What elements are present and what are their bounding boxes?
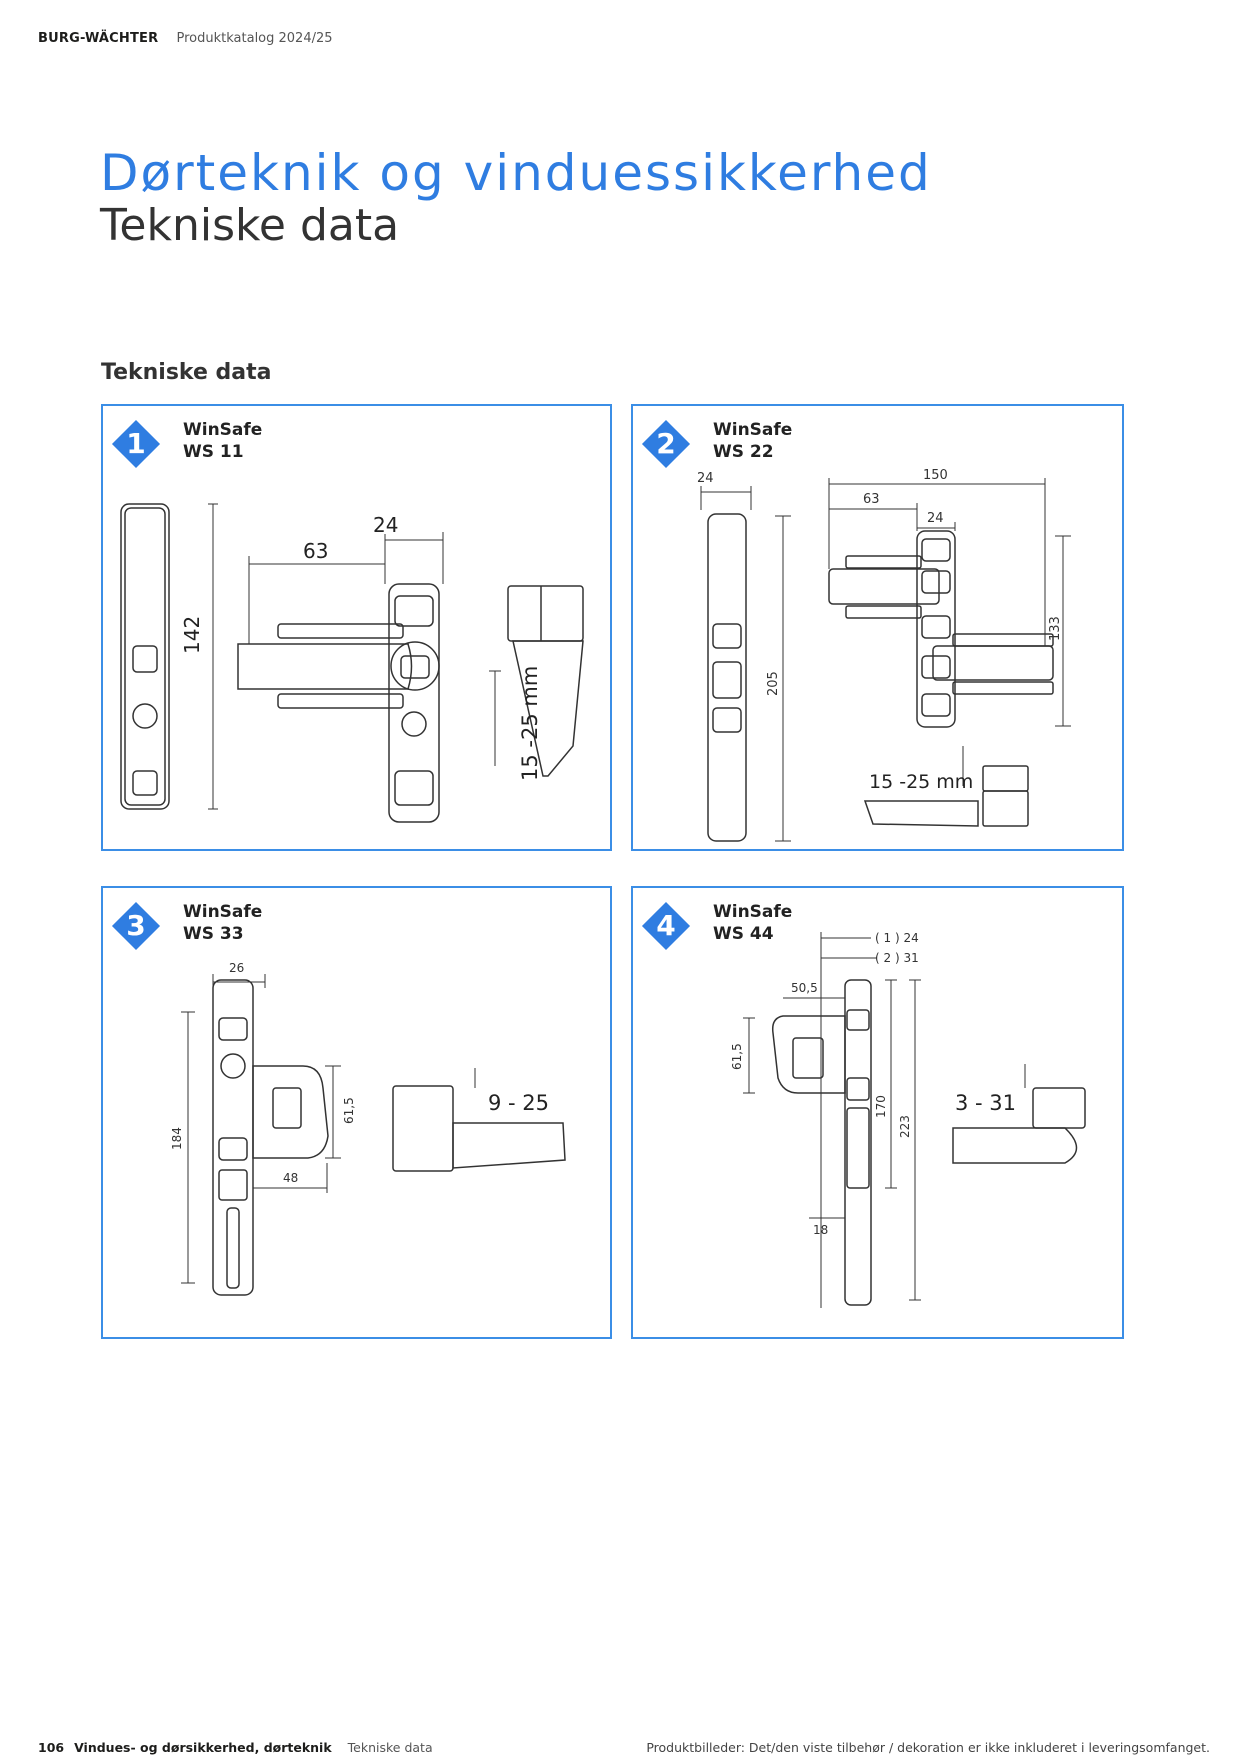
page-footer-left: 106 Vindues- og dørsikkerhed, dørteknik …: [38, 1740, 433, 1755]
product-name: WinSafe: [183, 420, 263, 440]
ws44-dim-d1: ( 1 ) 24: [875, 931, 919, 945]
product-number-badge: 3: [111, 901, 161, 951]
ws44-dim-height: 170: [874, 1095, 888, 1118]
product-name: WinSafe: [713, 902, 793, 922]
product-title: WinSafe WS 22: [713, 419, 792, 463]
ws44-technical-drawing: ( 1 ) 24 ( 2 ) 31 50,5 61,5 170 223 18 3…: [730, 931, 1086, 1308]
product-title: WinSafe WS 33: [183, 901, 262, 945]
ws11-dim-width: 24: [373, 513, 398, 537]
badge-number: 4: [656, 909, 676, 942]
badge-number: 3: [126, 909, 146, 942]
ws22-dim-range: 15 -25 mm: [869, 771, 973, 793]
product-model: WS 44: [713, 924, 774, 944]
ws11-dim-offset: 63: [303, 539, 328, 563]
product-title: WinSafe WS 11: [183, 419, 262, 463]
brand-name: BURG-WÄCHTER: [38, 31, 159, 46]
product-model: WS 11: [183, 442, 244, 462]
product-model: WS 33: [183, 924, 244, 944]
ws22-dim-arm-height: 133: [1048, 616, 1063, 641]
ws33-dim-width: 26: [229, 961, 244, 975]
ws33-dim-arm-height: 61,5: [342, 1097, 356, 1124]
ws44-dim-total-height: 223: [898, 1115, 912, 1138]
page-title: Dørteknik og vinduessikkerhed: [100, 144, 932, 202]
ws11-dim-range: 15 -25 mm: [518, 666, 542, 781]
page-header: BURG-WÄCHTER Produktkatalog 2024/25: [38, 31, 333, 46]
product-name: WinSafe: [713, 420, 793, 440]
product-card-ws11: 24 63 142 15 -25 mm 1 WinSafe WS 11: [101, 404, 612, 851]
ws11-technical-drawing: 24 63 142 15 -25 mm: [120, 503, 584, 823]
ws44-dim-bottom: 18: [813, 1223, 828, 1237]
badge-number: 2: [656, 427, 676, 460]
ws44-dim-arm-length: 50,5: [791, 981, 818, 995]
footer-note: Produktbilleder: Det/den viste tilbehør …: [646, 1740, 1210, 1755]
ws22-dim-offset: 63: [863, 492, 880, 507]
ws22-technical-drawing: 24 150 63 24 205 133 15 -25 mm: [697, 468, 1071, 842]
product-name: WinSafe: [183, 902, 263, 922]
section-title: Tekniske data: [101, 360, 272, 385]
product-number-badge: 4: [641, 901, 691, 951]
ws22-dim-height: 205: [766, 671, 781, 696]
page-subtitle: Tekniske data: [100, 200, 400, 251]
product-card-ws44: ( 1 ) 24 ( 2 ) 31 50,5 61,5 170 223 18 3…: [631, 886, 1124, 1339]
product-card-ws22: 24 150 63 24 205 133 15 -25 mm 2 WinSafe…: [631, 404, 1124, 851]
ws33-technical-drawing: 26 184 61,5 48 9 - 25: [170, 961, 566, 1296]
ws22-dim-width2: 24: [927, 511, 944, 526]
footer-section: Tekniske data: [347, 1740, 433, 1755]
catalog-name: Produktkatalog 2024/25: [176, 31, 333, 46]
ws44-dim-range: 3 - 31: [955, 1091, 1016, 1115]
ws22-dim-width: 24: [697, 471, 714, 486]
product-card-ws33: 26 184 61,5 48 9 - 25 3 WinSafe WS 33: [101, 886, 612, 1339]
product-title: WinSafe WS 44: [713, 901, 792, 945]
product-number-badge: 1: [111, 419, 161, 469]
ws33-dim-arm-length: 48: [283, 1171, 298, 1185]
ws22-dim-total: 150: [923, 468, 948, 483]
product-number-badge: 2: [641, 419, 691, 469]
ws44-dim-arm-height: 61,5: [730, 1043, 744, 1070]
ws44-dim-d2: ( 2 ) 31: [875, 951, 919, 965]
badge-number: 1: [126, 427, 146, 460]
footer-chapter: Vindues- og dørsikkerhed, dørteknik: [74, 1740, 332, 1755]
ws33-dim-range: 9 - 25: [488, 1091, 549, 1115]
product-model: WS 22: [713, 442, 774, 462]
ws33-dim-height: 184: [170, 1127, 184, 1150]
ws11-dim-height: 142: [180, 616, 204, 654]
page-number: 106: [38, 1740, 65, 1755]
